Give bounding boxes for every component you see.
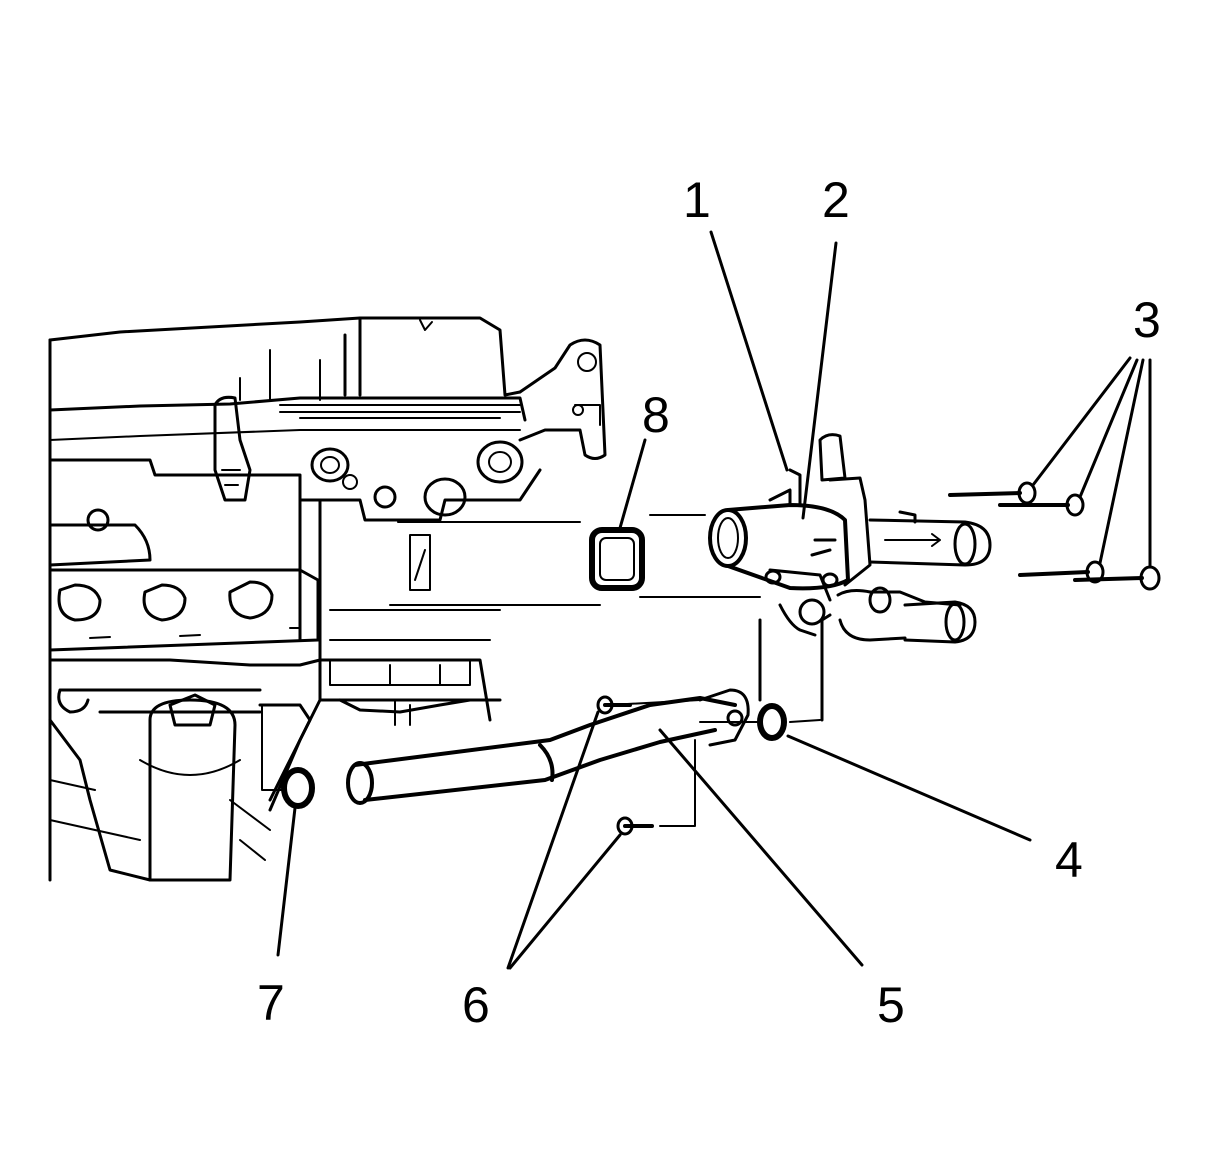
seal-7 bbox=[281, 767, 315, 809]
leader-1 bbox=[709, 230, 789, 472]
leader-6a bbox=[506, 710, 600, 970]
leader-3a bbox=[1031, 356, 1132, 487]
seal-4 bbox=[757, 703, 787, 741]
callout-6: 6 bbox=[462, 977, 490, 1033]
callout-3: 3 bbox=[1133, 292, 1161, 348]
bolts-3 bbox=[948, 481, 1161, 591]
alignment-lines bbox=[389, 514, 761, 606]
callout-2: 2 bbox=[822, 172, 850, 228]
leader-8 bbox=[618, 438, 647, 530]
leader-2 bbox=[801, 241, 838, 520]
gasket-8 bbox=[589, 527, 645, 591]
callout-4: 4 bbox=[1055, 832, 1083, 888]
coolant-pipe bbox=[346, 688, 750, 805]
callout-8: 8 bbox=[642, 387, 670, 443]
leader-3c bbox=[1098, 358, 1145, 565]
callout-5: 5 bbox=[877, 977, 905, 1033]
thermostat-housing bbox=[708, 433, 992, 723]
leader-4 bbox=[786, 734, 1032, 842]
leader-3b bbox=[1078, 358, 1139, 499]
leader-lines bbox=[276, 230, 1152, 970]
callout-7: 7 bbox=[257, 975, 285, 1031]
leader-5 bbox=[658, 728, 864, 967]
guide-lines bbox=[261, 704, 761, 791]
callout-1: 1 bbox=[683, 172, 711, 228]
engine-block bbox=[48, 316, 607, 882]
leader-7 bbox=[276, 806, 297, 957]
leader-6b bbox=[508, 833, 622, 970]
